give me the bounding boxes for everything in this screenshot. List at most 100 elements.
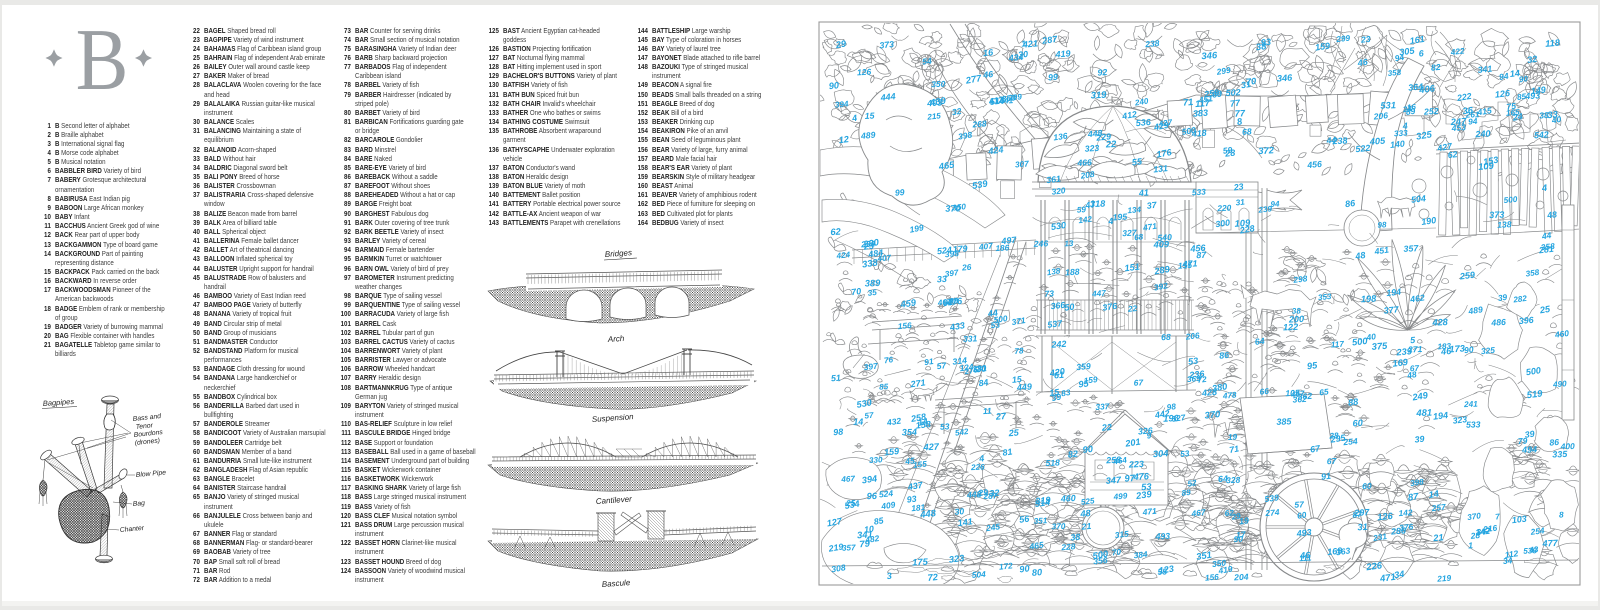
svg-text:258: 258 xyxy=(1105,455,1121,466)
svg-text:85: 85 xyxy=(1517,92,1528,102)
svg-text:494: 494 xyxy=(1521,444,1537,455)
svg-text:396: 396 xyxy=(1518,315,1534,326)
svg-text:442: 442 xyxy=(1153,408,1170,420)
svg-text:55: 55 xyxy=(1157,566,1167,577)
svg-text:23: 23 xyxy=(1401,104,1413,114)
svg-text:308: 308 xyxy=(831,562,847,574)
svg-text:536: 536 xyxy=(1135,117,1152,128)
svg-text:5: 5 xyxy=(1410,335,1417,345)
svg-text:83: 83 xyxy=(1060,387,1071,398)
svg-text:338: 338 xyxy=(861,256,879,269)
svg-text:15: 15 xyxy=(1049,387,1060,398)
svg-text:159: 159 xyxy=(1083,374,1098,386)
svg-text:477: 477 xyxy=(1541,538,1559,549)
svg-text:471: 471 xyxy=(1141,506,1157,518)
svg-text:12: 12 xyxy=(838,134,849,145)
svg-text:282: 282 xyxy=(1512,294,1528,305)
svg-text:462: 462 xyxy=(1409,292,1426,304)
svg-text:59: 59 xyxy=(1222,145,1233,156)
svg-text:335: 335 xyxy=(1552,449,1568,460)
svg-text:478: 478 xyxy=(1221,390,1237,400)
svg-text:319: 319 xyxy=(1035,495,1052,507)
svg-text:481: 481 xyxy=(1415,407,1432,419)
svg-text:407: 407 xyxy=(977,240,993,252)
svg-text:23: 23 xyxy=(1232,181,1244,192)
svg-text:424: 424 xyxy=(835,250,851,261)
svg-text:134: 134 xyxy=(1127,205,1142,215)
svg-text:351: 351 xyxy=(1034,516,1048,526)
svg-text:86: 86 xyxy=(1549,437,1560,448)
svg-text:524: 524 xyxy=(936,245,952,257)
svg-text:13: 13 xyxy=(1064,239,1074,248)
svg-text:471: 471 xyxy=(1181,258,1198,269)
svg-text:22: 22 xyxy=(1127,304,1138,314)
svg-text:370: 370 xyxy=(1204,408,1221,421)
svg-text:37: 37 xyxy=(1146,200,1158,211)
svg-text:165: 165 xyxy=(1506,108,1521,118)
svg-text:44: 44 xyxy=(1325,135,1337,146)
svg-text:500: 500 xyxy=(1525,365,1541,377)
svg-text:502: 502 xyxy=(1225,87,1241,98)
svg-text:337: 337 xyxy=(1095,401,1110,412)
svg-text:314: 314 xyxy=(952,355,968,366)
svg-text:72: 72 xyxy=(927,572,939,583)
svg-text:48: 48 xyxy=(1079,508,1092,519)
svg-text:55: 55 xyxy=(1131,156,1143,167)
svg-text:51: 51 xyxy=(831,373,842,384)
svg-text:77: 77 xyxy=(1234,108,1246,119)
svg-text:57: 57 xyxy=(936,360,947,371)
svg-text:466: 466 xyxy=(1076,157,1092,168)
svg-text:25: 25 xyxy=(845,498,856,509)
svg-text:239: 239 xyxy=(1395,346,1413,357)
svg-text:85: 85 xyxy=(879,382,889,391)
svg-text:94: 94 xyxy=(1498,71,1509,82)
svg-text:109: 109 xyxy=(1478,161,1495,172)
svg-text:46: 46 xyxy=(1356,57,1368,68)
svg-text:10: 10 xyxy=(864,524,875,535)
svg-text:276: 276 xyxy=(963,365,979,376)
svg-text:117: 117 xyxy=(1195,98,1211,109)
svg-text:87: 87 xyxy=(1352,509,1362,520)
svg-text:99: 99 xyxy=(1048,72,1059,83)
svg-text:429: 429 xyxy=(1152,120,1169,133)
svg-text:215: 215 xyxy=(926,111,942,122)
svg-text:525: 525 xyxy=(1080,496,1095,507)
svg-text:Suspension: Suspension xyxy=(592,412,635,424)
svg-text:287: 287 xyxy=(1041,34,1059,46)
svg-text:486: 486 xyxy=(1490,317,1506,328)
svg-text:531: 531 xyxy=(1380,100,1396,111)
svg-text:327: 327 xyxy=(1122,227,1138,238)
svg-text:403: 403 xyxy=(926,97,943,108)
svg-text:172: 172 xyxy=(999,561,1014,571)
svg-text:70: 70 xyxy=(1111,547,1122,558)
svg-text:54: 54 xyxy=(922,56,933,67)
svg-text:30: 30 xyxy=(976,363,988,374)
svg-text:25: 25 xyxy=(1538,304,1552,316)
svg-text:441: 441 xyxy=(998,95,1014,106)
svg-text:111: 111 xyxy=(1299,553,1312,563)
svg-text:370: 370 xyxy=(945,203,962,214)
svg-text:4: 4 xyxy=(1107,216,1114,227)
svg-text:353: 353 xyxy=(1318,292,1333,302)
svg-text:38: 38 xyxy=(1292,306,1302,315)
svg-text:394: 394 xyxy=(861,473,878,485)
svg-text:124: 124 xyxy=(959,361,974,373)
svg-text:420: 420 xyxy=(1048,366,1066,378)
svg-text:33: 33 xyxy=(1547,109,1559,120)
svg-text:350: 350 xyxy=(1211,557,1226,569)
svg-text:518: 518 xyxy=(1045,457,1060,468)
svg-text:46: 46 xyxy=(1299,550,1312,561)
svg-text:439: 439 xyxy=(928,94,947,108)
svg-text:363: 363 xyxy=(1335,545,1351,557)
svg-text:370: 370 xyxy=(1052,522,1066,531)
svg-text:138: 138 xyxy=(1497,219,1512,230)
svg-text:46: 46 xyxy=(1440,346,1453,357)
svg-text:7: 7 xyxy=(1495,512,1501,522)
svg-text:467: 467 xyxy=(936,297,952,308)
svg-text:471: 471 xyxy=(1141,221,1158,233)
svg-text:200: 200 xyxy=(1288,314,1305,325)
svg-text:99: 99 xyxy=(895,187,905,198)
svg-text:239: 239 xyxy=(1257,204,1273,215)
svg-text:228: 228 xyxy=(1238,223,1255,236)
svg-text:493: 493 xyxy=(1524,90,1541,101)
